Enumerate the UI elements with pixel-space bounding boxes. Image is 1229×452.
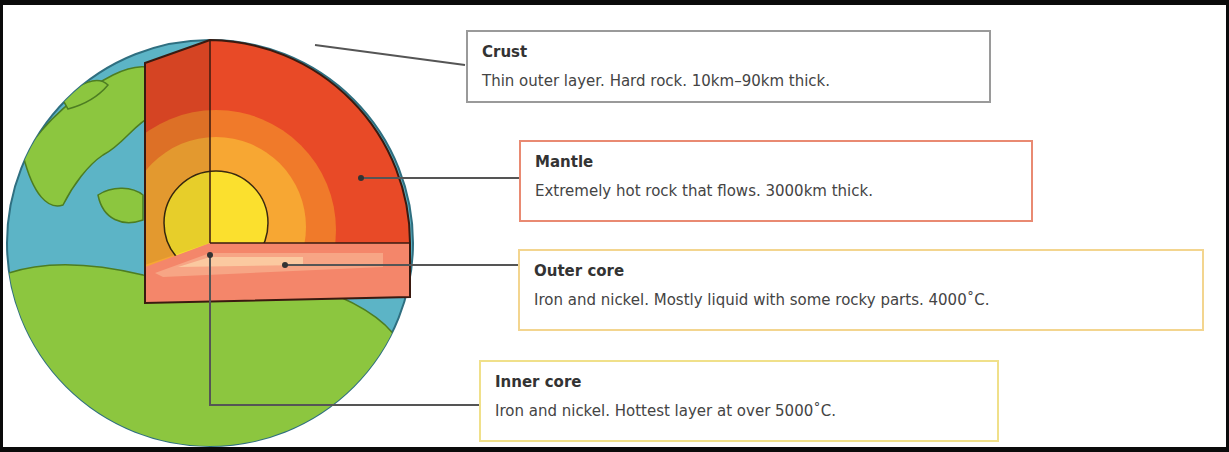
layer-label-box: CrustThin outer layer. Hard rock. 10km–9… xyxy=(466,30,991,103)
land-europe xyxy=(23,67,163,206)
leader-dot xyxy=(282,262,288,268)
cut-floor xyxy=(145,243,410,303)
cut-floor-core xyxy=(178,257,303,267)
layer-name: Mantle xyxy=(535,152,1017,172)
leader-line xyxy=(285,264,518,266)
mantle-lower xyxy=(96,110,336,350)
leader-line xyxy=(210,255,479,405)
cut-face-shade xyxy=(145,40,210,265)
layer-name: Inner core xyxy=(495,372,983,392)
land-island xyxy=(63,81,108,109)
leader-dot xyxy=(358,175,364,181)
cut-outline xyxy=(145,40,410,303)
layer-name: Crust xyxy=(482,42,975,62)
layer-name: Outer core xyxy=(534,261,1188,281)
layer-description: Extremely hot rock that flows. 3000km th… xyxy=(535,181,1017,201)
layer-description: Iron and nickel. Mostly liquid with some… xyxy=(534,290,1188,310)
cut-edge xyxy=(210,242,410,244)
layer-description: Iron and nickel. Hottest layer at over 5… xyxy=(495,401,983,421)
leader-line xyxy=(361,177,519,179)
leader-dot xyxy=(207,252,213,258)
leader-line xyxy=(315,45,465,65)
layer-label-box: Outer coreIron and nickel. Mostly liquid… xyxy=(518,249,1204,331)
layer-description: Thin outer layer. Hard rock. 10km–90km t… xyxy=(482,71,975,91)
page-panel: CrustThin outer layer. Hard rock. 10km–9… xyxy=(3,5,1226,447)
layer-label-box: Inner coreIron and nickel. Hottest layer… xyxy=(479,360,999,442)
mantle-layer xyxy=(21,40,411,430)
layer-label-box: MantleExtremely hot rock that flows. 300… xyxy=(519,140,1033,222)
cut-edge xyxy=(209,40,211,243)
land-patch xyxy=(98,188,143,222)
